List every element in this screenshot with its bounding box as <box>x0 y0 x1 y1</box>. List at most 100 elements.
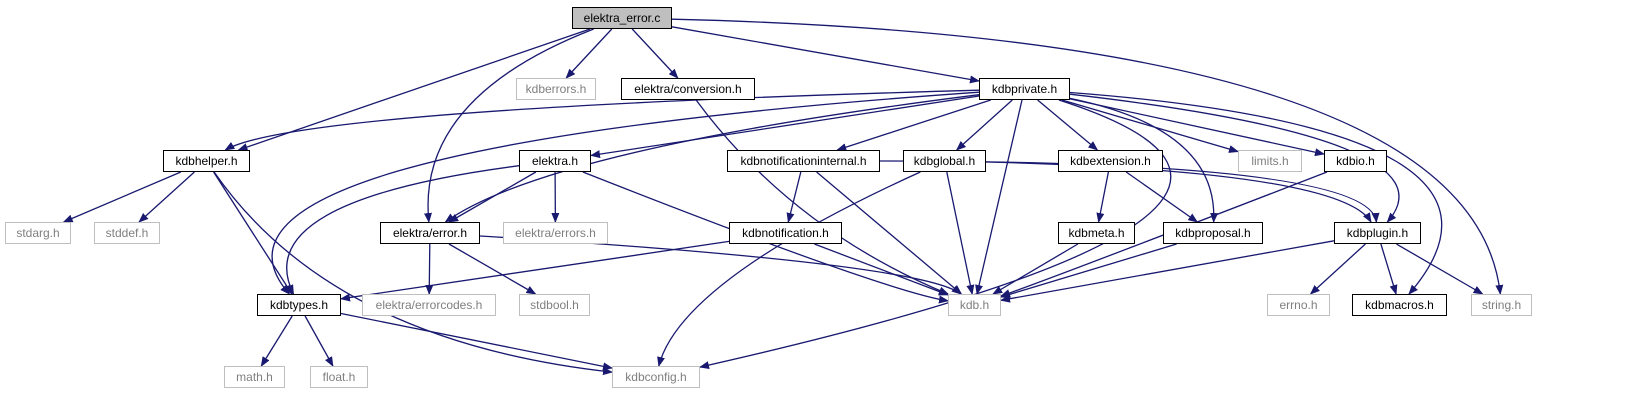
edge-kdbnotificationinternal-h-to-kdb-h <box>816 171 963 295</box>
node-label: limits.h <box>1251 154 1289 168</box>
node-string-h: string.h <box>1471 294 1532 316</box>
edge-kdbprivate-h-to-limits-h <box>1061 99 1239 153</box>
edge-elektra-error-c-to-elektra-error-h <box>423 28 594 223</box>
edge-kdbplugin-h-to-string-h <box>1396 243 1484 295</box>
edge-kdbproposal-h-to-kdb-h <box>1000 243 1177 299</box>
node-elektra-error-c[interactable]: elektra_error.c <box>572 7 672 29</box>
edge-kdbprivate-h-to-kdbextension-h <box>1037 99 1099 151</box>
node-label: stdarg.h <box>16 226 60 240</box>
node-kdbproposal-h[interactable]: kdbproposal.h <box>1163 222 1263 244</box>
node-kdbtypes-h[interactable]: kdbtypes.h <box>257 294 341 316</box>
edge-kdbhelper-h-to-stdarg-h <box>62 171 182 223</box>
edge-elektra-error-c-to-kdberrors-h <box>565 28 613 79</box>
edge-kdbhelper-h-to-kdbconfig-h <box>213 171 613 376</box>
node-kdbmeta-h[interactable]: kdbmeta.h <box>1058 222 1135 244</box>
edge-kdbnotification-h-to-kdb-h <box>814 243 949 296</box>
node-limits-h: limits.h <box>1238 150 1302 172</box>
node-label: kdbextension.h <box>1070 154 1151 168</box>
node-label: kdbconfig.h <box>625 370 687 384</box>
node-kdbplugin-h[interactable]: kdbplugin.h <box>1334 222 1421 244</box>
node-label: elektra_error.c <box>583 11 661 25</box>
edge-kdbmeta-h-to-kdb-h <box>992 243 1079 295</box>
node-kdbconfig-h: kdbconfig.h <box>612 366 700 388</box>
node-label: elektra/errorcodes.h <box>375 298 483 312</box>
edge-kdbprivate-h-to-kdbhelper-h <box>224 89 980 151</box>
edge-kdbnotification-h-to-kdbtypes-h <box>340 240 730 302</box>
edge-kdbhelper-h-to-kdbtypes-h <box>213 171 293 295</box>
node-kdbnotification-h[interactable]: kdbnotification.h <box>729 222 842 244</box>
node-elektra-errorcodes-h: elektra/errorcodes.h <box>362 294 496 316</box>
edge-elektra-error-c-to-kdbhelper-h <box>237 28 591 151</box>
node-label: kdbproposal.h <box>1175 226 1251 240</box>
node-label: stddef.h <box>105 226 149 240</box>
node-label: elektra/error.h <box>392 226 468 240</box>
node-kdbextension-h[interactable]: kdbextension.h <box>1058 150 1163 172</box>
node-kdbglobal-h[interactable]: kdbglobal.h <box>903 150 986 172</box>
edge-elektra-h-to-kdbtypes-h <box>285 165 520 295</box>
edge-elektra-h-to-kdb-h <box>582 171 949 304</box>
node-label: string.h <box>1481 298 1522 312</box>
node-label: errno.h <box>1279 298 1318 312</box>
edge-kdbprivate-h-to-kdbnotificationinternal-h <box>836 99 991 152</box>
node-kdbhelper-h[interactable]: kdbhelper.h <box>163 150 250 172</box>
node-label: stdbool.h <box>530 298 579 312</box>
node-kdbio-h[interactable]: kdbio.h <box>1324 150 1387 172</box>
edge-kdbprivate-h-to-elektra-h <box>590 95 980 159</box>
node-stddef-h: stddef.h <box>94 222 160 244</box>
edge-elektra-error-h-to-elektra-errorcodes-h <box>425 243 434 295</box>
edge-kdbprivate-h-to-kdbconfig-h <box>699 99 1172 370</box>
node-label: kdbglobal.h <box>913 154 976 168</box>
node-stdbool-h: stdbool.h <box>519 294 590 316</box>
node-label: kdbplugin.h <box>1346 226 1409 240</box>
node-label: elektra/conversion.h <box>634 82 742 96</box>
edge-kdbtypes-h-to-math-h <box>260 315 293 367</box>
edge-kdbglobal-h-to-kdb-h <box>946 171 975 295</box>
edge-elektra-error-c-to-string-h <box>671 18 1504 295</box>
node-label: kdbnotification.h <box>742 226 829 240</box>
edge-elektra-error-h-to-stdbool-h <box>448 243 537 295</box>
edge-kdbextension-h-to-kdbproposal-h <box>1125 171 1199 223</box>
node-elektra-h[interactable]: elektra.h <box>519 150 591 172</box>
edge-kdbplugin-h-to-kdb-h <box>1000 240 1335 303</box>
edge-kdbplugin-h-to-kdbmacros-h <box>1380 243 1398 295</box>
edge-kdbhelper-h-to-stddef-h <box>138 171 195 223</box>
edge-kdbprivate-h-to-elektra-error-h <box>444 94 980 223</box>
node-label: kdbnotificationinternal.h <box>740 154 867 168</box>
edge-elektra-error-c-to-elektra-conversion-h <box>631 28 679 79</box>
node-label: kdberrors.h <box>525 82 587 96</box>
edge-elektra-error-c-to-kdbprivate-h <box>671 26 980 84</box>
node-label: float.h <box>322 370 356 384</box>
edge-layer <box>62 18 1504 376</box>
edge-kdbprivate-h-to-kdbglobal-h <box>955 99 1013 151</box>
node-kdberrors-h: kdberrors.h <box>516 78 596 100</box>
node-kdbprivate-h[interactable]: kdbprivate.h <box>979 78 1070 100</box>
edge-kdbprivate-h-to-kdbtypes-h <box>271 91 980 295</box>
node-label: kdbhelper.h <box>175 154 238 168</box>
node-kdbnotificationinternal-h[interactable]: kdbnotificationinternal.h <box>727 150 880 172</box>
node-elektra-error-h[interactable]: elektra/error.h <box>380 222 480 244</box>
edge-kdbio-h-to-kdb-h <box>1000 171 1328 297</box>
node-label: math.h <box>236 370 273 384</box>
edge-kdbprivate-h-to-kdbplugin-h <box>1069 93 1400 223</box>
edge-kdbprivate-h-to-kdbio-h <box>1069 98 1325 157</box>
node-label: kdbmacros.h <box>1365 298 1434 312</box>
node-label: kdbio.h <box>1336 154 1375 168</box>
node-errno-h: errno.h <box>1267 294 1330 316</box>
edge-kdbnotificationinternal-h-to-kdbnotification-h <box>786 171 802 223</box>
node-stdarg-h: stdarg.h <box>5 222 71 244</box>
node-label: kdbprivate.h <box>991 82 1058 96</box>
node-math-h: math.h <box>224 366 285 388</box>
node-label: elektra/errors.h <box>515 226 596 240</box>
node-label: elektra.h <box>531 154 579 168</box>
node-kdbmacros-h[interactable]: kdbmacros.h <box>1352 294 1447 316</box>
edge-kdbglobal-h-to-kdbplugin-h <box>985 161 1372 223</box>
edge-kdbprivate-h-to-kdb-h <box>975 99 1023 295</box>
edge-kdbextension-h-to-kdbmeta-h <box>1096 171 1110 223</box>
edge-elektra-conversion-h-to-kdb-h <box>695 99 949 295</box>
node-label: kdbmeta.h <box>1068 226 1125 240</box>
edge-kdbtypes-h-to-float-h <box>304 315 334 367</box>
edge-kdbglobal-h-to-kdbconfig-h <box>657 171 921 367</box>
node-elektra-conversion-h[interactable]: elektra/conversion.h <box>621 78 755 100</box>
edge-elektra-h-to-elektra-error-h <box>448 171 537 223</box>
node-label: kdbtypes.h <box>269 298 329 312</box>
